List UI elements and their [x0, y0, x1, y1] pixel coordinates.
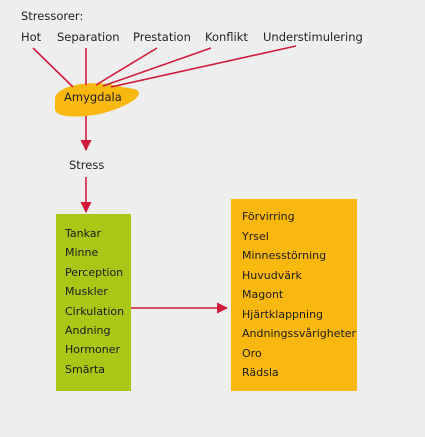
stressor-konflikt: Konflikt: [205, 30, 248, 44]
list-item: Förvirring: [242, 210, 295, 223]
list-item: Minnesstörning: [242, 249, 327, 262]
amygdala-shape: [54, 83, 139, 117]
list-item: Oro: [242, 346, 262, 360]
list-item: Rädsla: [242, 366, 279, 379]
stressor-hot: Hot: [21, 30, 42, 44]
list-item: Huvudvärk: [242, 268, 302, 282]
list-item: Minne: [65, 246, 99, 260]
symptoms-box: Förvirring Yrsel Minnesstörning Huvudvär…: [231, 199, 357, 391]
list-item: Cirkulation: [65, 304, 125, 318]
list-item: Hormoner: [65, 343, 121, 357]
stressor-understimulering: Understimulering: [263, 30, 363, 44]
stressor-prestation: Prestation: [133, 30, 191, 44]
list-item: Smärta: [65, 362, 106, 376]
connector-konflikt: [102, 47, 212, 87]
stressors-heading: Stressorer:: [21, 9, 84, 23]
stress-label: Stress: [69, 158, 105, 172]
list-item: Muskler: [65, 285, 108, 299]
connector-understimulering: [110, 45, 297, 88]
connector-hot: [32, 47, 74, 88]
list-item: Hjärtklappning: [242, 307, 324, 321]
list-item: Tankar: [65, 227, 102, 240]
list-item: Perception: [65, 265, 124, 279]
amygdala-label: Amygdala: [64, 90, 122, 104]
body-systems-box: Tankar Minne Perception Muskler Cirkulat…: [56, 214, 131, 391]
list-item: Andning: [65, 323, 111, 337]
connector-prestation: [95, 47, 158, 86]
stressor-separation: Separation: [57, 30, 120, 44]
list-item: Andningssvårigheter: [242, 327, 357, 340]
list-item: Yrsel: [242, 229, 269, 243]
list-item: Magont: [242, 288, 284, 301]
